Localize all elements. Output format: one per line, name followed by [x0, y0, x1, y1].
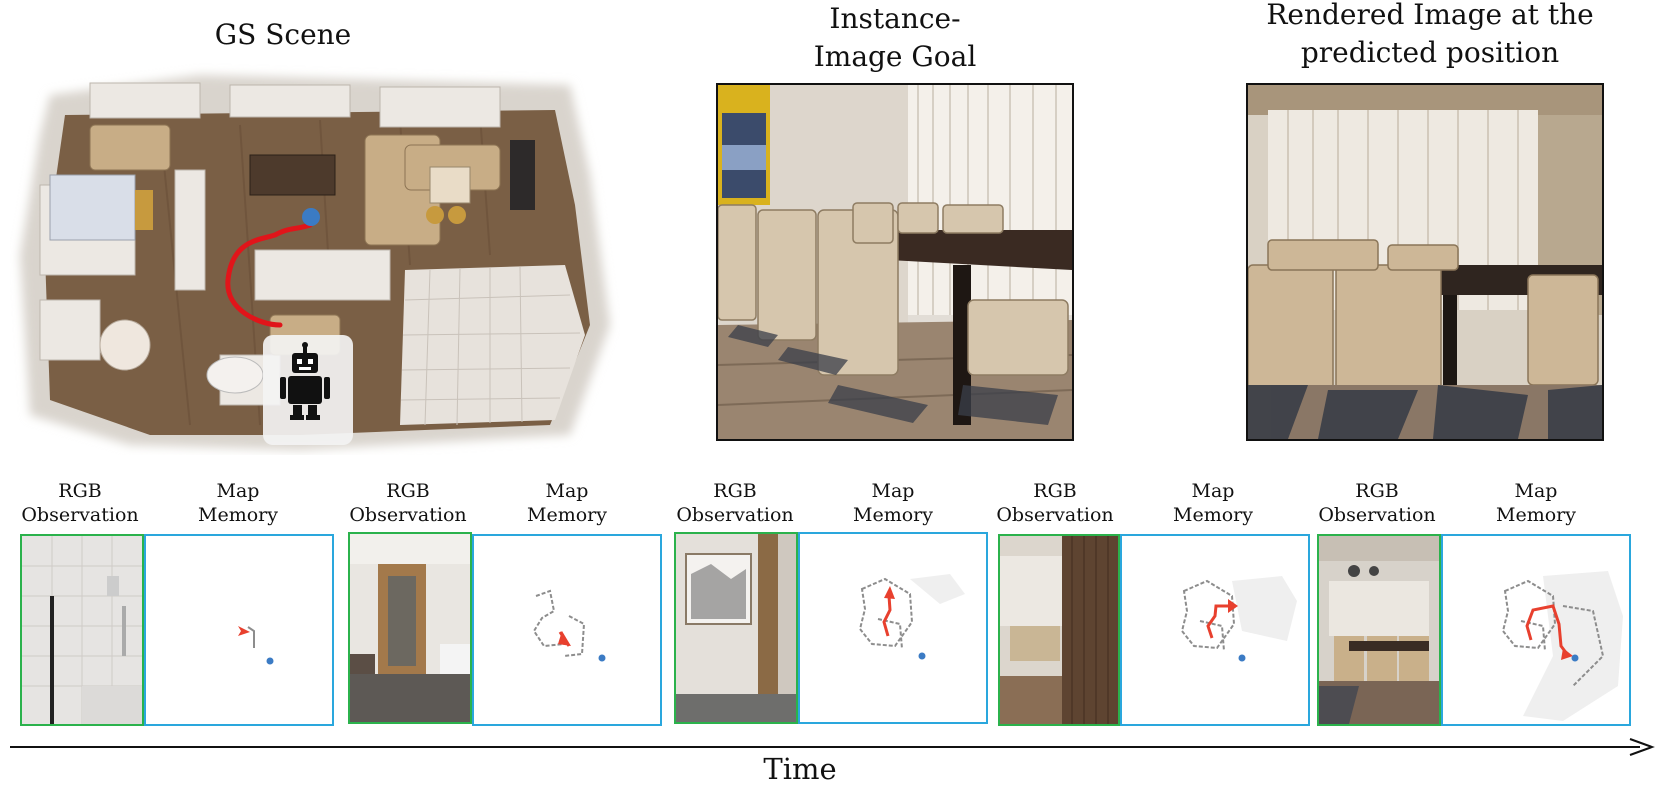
map-memory-step1: [144, 534, 334, 726]
rgb-label-step2: RGB Observation: [338, 479, 478, 527]
rgb-observation-step5: [1317, 534, 1441, 726]
rgb-label-line2: Observation: [676, 504, 794, 526]
map-label-line2: Memory: [1496, 504, 1576, 526]
goal-title-line2: Image Goal: [813, 40, 977, 73]
rgb-label-step1: RGB Observation: [10, 479, 150, 527]
goal-title-line1: Instance-: [829, 2, 961, 35]
rgb-observation-step4: [998, 534, 1120, 726]
rgb-label-line1: RGB: [386, 480, 430, 502]
map-memory-step4: [1120, 534, 1310, 726]
goal-position-dot: [302, 208, 320, 226]
map-memory-step2: [472, 534, 662, 726]
rgb-label-step4: RGB Observation: [985, 479, 1125, 527]
rendered-image: [1246, 83, 1604, 441]
map-label-line2: Memory: [853, 504, 933, 526]
map-label-step4: Map Memory: [1143, 479, 1283, 527]
map-label-line2: Memory: [527, 504, 607, 526]
rgb-label-line1: RGB: [1355, 480, 1399, 502]
map-label-line1: Map: [545, 480, 589, 502]
map-memory-step5: [1441, 534, 1631, 726]
map-label-line2: Memory: [1173, 504, 1253, 526]
rgb-observation-step3: [674, 532, 798, 724]
time-axis-label: Time: [720, 752, 880, 786]
rgb-observation-step2: [348, 532, 472, 724]
rgb-label-line1: RGB: [1033, 480, 1077, 502]
instance-image-goal-image: [716, 83, 1074, 441]
rgb-label-line2: Observation: [21, 504, 139, 526]
rgb-label-line1: RGB: [713, 480, 757, 502]
rgb-label-line2: Observation: [1318, 504, 1436, 526]
instance-image-goal-title: Instance- Image Goal: [730, 0, 1060, 76]
robot-icon: [280, 342, 330, 420]
map-label-line1: Map: [216, 480, 260, 502]
rgb-label-line2: Observation: [996, 504, 1114, 526]
arrow-right-icon: [10, 738, 1655, 756]
gs-scene-title-text: GS Scene: [214, 18, 352, 51]
map-label-step5: Map Memory: [1466, 479, 1606, 527]
rgb-label-line2: Observation: [349, 504, 467, 526]
time-axis-label-text: Time: [763, 752, 837, 786]
map-label-step3: Map Memory: [823, 479, 963, 527]
map-label-line2: Memory: [198, 504, 278, 526]
rgb-label-step3: RGB Observation: [665, 479, 805, 527]
map-memory-step3: [798, 532, 988, 724]
map-label-line1: Map: [1514, 480, 1558, 502]
rendered-title-line1: Rendered Image at the: [1266, 0, 1594, 31]
rgb-observation-step1: [20, 534, 144, 726]
map-label-line1: Map: [1191, 480, 1235, 502]
map-label-step2: Map Memory: [497, 479, 637, 527]
rendered-image-title: Rendered Image at the predicted position: [1230, 0, 1630, 72]
rgb-label-line1: RGB: [58, 480, 102, 502]
map-label-line1: Map: [871, 480, 915, 502]
gs-scene-image: [10, 55, 620, 455]
rendered-title-line2: predicted position: [1300, 36, 1560, 69]
rgb-label-step5: RGB Observation: [1307, 479, 1447, 527]
map-label-step1: Map Memory: [168, 479, 308, 527]
gs-scene-title: GS Scene: [168, 16, 398, 54]
